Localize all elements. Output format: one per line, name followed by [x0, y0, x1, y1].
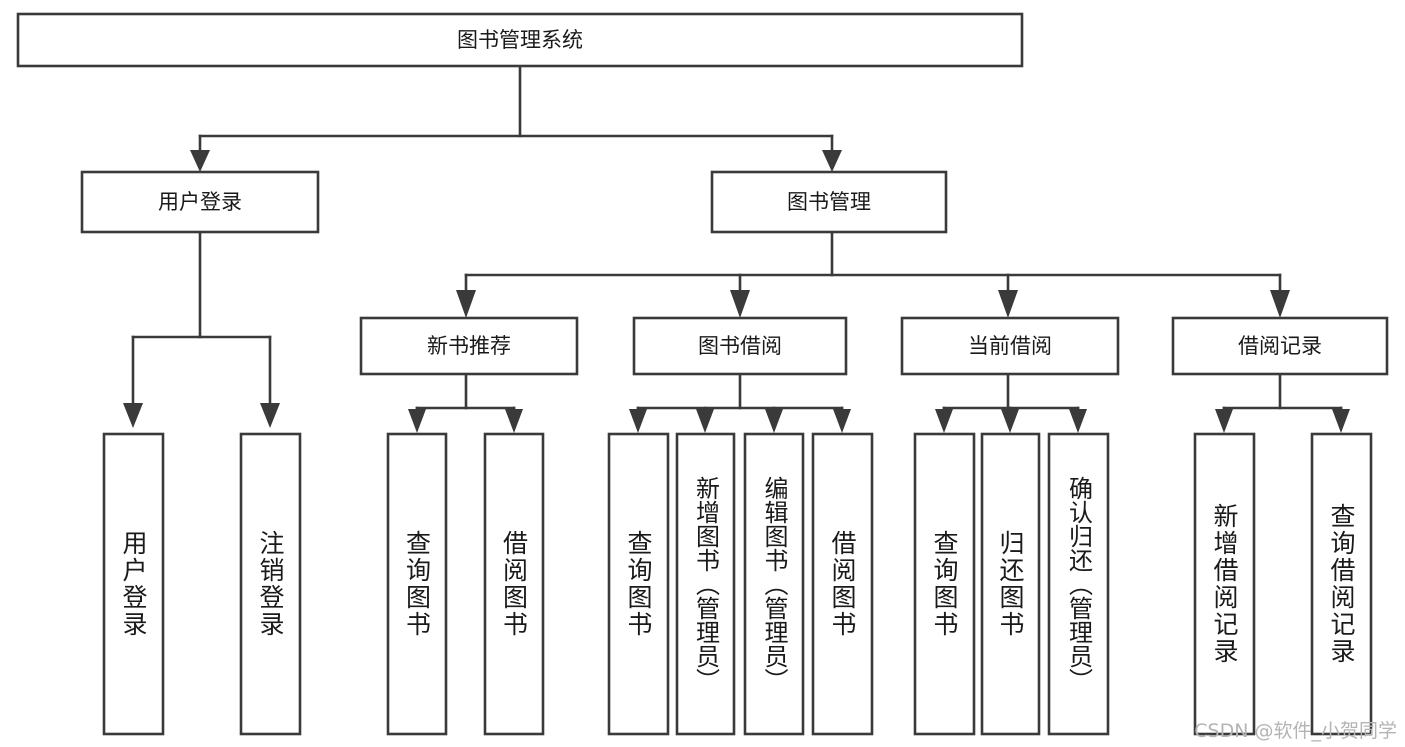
arrow-to-leaf-query-book-1 — [408, 409, 426, 433]
connector-borrowrecord-to-leaves — [1215, 372, 1350, 433]
node-user-login-box[interactable] — [80, 170, 320, 234]
leaf-box-user-login[interactable] — [102, 432, 165, 736]
connector-userlogin-to-leaves — [123, 230, 280, 428]
leaf-box-add-record[interactable] — [1193, 432, 1256, 736]
leaf-box-query-book-2[interactable] — [607, 432, 670, 736]
node-user-login[interactable]: 用户登录 — [80, 170, 320, 234]
node-user-login-label: 用户登录 — [158, 190, 242, 214]
arrow-to-borrow-record — [1270, 290, 1290, 318]
arrow-to-new-book-recommend — [456, 290, 476, 318]
arrow-to-leaf-confirm-return — [1069, 409, 1087, 433]
leaf-box-edit-book[interactable] — [743, 432, 805, 736]
leaf-box-borrow-book-2[interactable] — [811, 432, 874, 736]
leaf-box-confirm-return[interactable] — [1047, 432, 1110, 736]
arrow-to-book-manage — [822, 150, 842, 172]
connector-bookborrow-to-leaves — [629, 372, 851, 433]
connector-newbook-to-leaves — [408, 372, 523, 433]
leaf-box-return-book[interactable] — [980, 432, 1041, 736]
leaf-box-query-book-3[interactable] — [913, 432, 976, 736]
node-book-manage-label: 图书管理 — [787, 190, 871, 214]
node-root-label: 图书管理系统 — [457, 28, 583, 52]
arrow-to-leaf-borrow-book-1 — [505, 409, 523, 433]
arrow-to-leaf-borrow-book-2 — [833, 409, 851, 433]
leaf-box-query-book-1[interactable] — [386, 432, 448, 736]
arrow-to-leaf-add-book — [696, 409, 714, 433]
node-borrow-record-box[interactable] — [1171, 316, 1389, 376]
node-borrow-record[interactable]: 借阅记录 — [1171, 316, 1389, 376]
node-book-manage-box[interactable] — [710, 170, 948, 234]
node-new-book-recommend-box[interactable] — [359, 316, 579, 376]
node-borrow-record-label: 借阅记录 — [1238, 334, 1322, 358]
node-book-manage[interactable]: 图书管理 — [710, 170, 948, 234]
node-new-book-recommend[interactable]: 新书推荐 — [359, 316, 579, 376]
arrow-to-user-login — [190, 150, 210, 172]
node-new-book-recommend-label: 新书推荐 — [427, 334, 511, 358]
node-current-borrow-label: 当前借阅 — [968, 334, 1052, 358]
arrow-to-leaf-return-book — [1001, 409, 1019, 433]
node-root-box[interactable] — [16, 12, 1024, 68]
node-root[interactable]: 图书管理系统 — [16, 12, 1024, 68]
arrow-to-leaf-user-login — [123, 403, 143, 428]
leaf-box-query-record[interactable] — [1310, 432, 1373, 736]
arrow-to-leaf-edit-book — [765, 409, 783, 433]
arrow-to-leaf-query-book-3 — [935, 409, 953, 433]
node-current-borrow[interactable]: 当前借阅 — [900, 316, 1120, 376]
arrow-to-book-borrow — [730, 290, 750, 318]
node-book-borrow-box[interactable] — [632, 316, 848, 376]
leaf-box-borrow-book-1[interactable] — [483, 432, 545, 736]
node-book-borrow-label: 图书借阅 — [698, 334, 782, 358]
arrow-to-leaf-query-book-2 — [629, 409, 647, 433]
arrow-to-current-borrow — [998, 290, 1018, 318]
node-current-borrow-box[interactable] — [900, 316, 1120, 376]
connector-bookmanage-to-level3 — [456, 230, 1290, 318]
leaf-box-add-book[interactable] — [675, 432, 736, 736]
arrow-to-leaf-query-record — [1332, 409, 1350, 433]
arrow-to-leaf-add-record — [1215, 409, 1233, 433]
connector-root-to-level2 — [190, 64, 842, 172]
connector-currentborrow-to-leaves — [935, 372, 1087, 433]
arrow-to-leaf-logout — [260, 403, 280, 428]
leaf-box-logout[interactable] — [239, 432, 302, 736]
node-book-borrow[interactable]: 图书借阅 — [632, 316, 848, 376]
